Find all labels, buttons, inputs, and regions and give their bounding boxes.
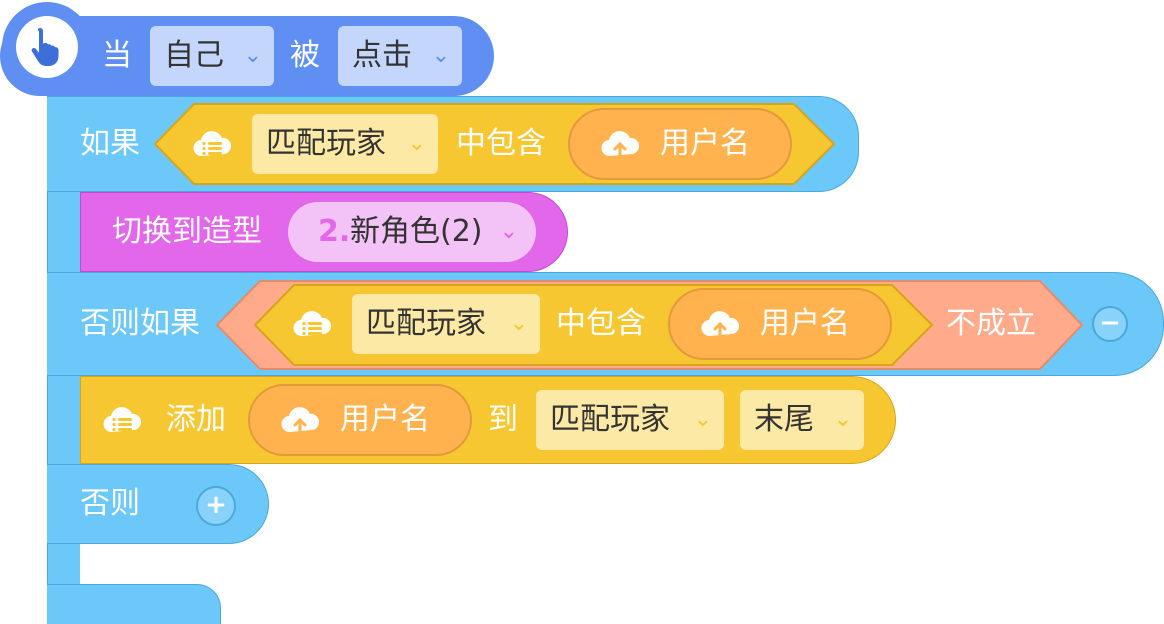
not-label: 不成立: [946, 306, 1036, 341]
add-list-dropdown[interactable]: 匹配玩家 ⌄: [536, 390, 724, 450]
event-value: 点击: [352, 38, 412, 73]
if-list-dropdown[interactable]: 匹配玩家 ⌄: [252, 114, 438, 174]
username-label: 用户名: [340, 402, 430, 437]
costume-name: 新角色(2): [350, 214, 483, 249]
minus-icon: −: [1099, 308, 1121, 338]
to-label: 到: [488, 402, 518, 437]
else-if-label: 否则如果: [80, 306, 200, 341]
target-value: 自己: [164, 38, 224, 73]
if-username-reporter[interactable]: 用户名: [568, 108, 792, 180]
costume-dropdown[interactable]: 2. 新角色(2) ⌄: [288, 202, 536, 262]
if-label: 如果: [80, 126, 140, 161]
plus-icon: +: [205, 490, 227, 520]
target-dropdown[interactable]: 自己 ⌄: [150, 26, 274, 86]
else-if-list-dropdown[interactable]: 匹配玩家 ⌄: [352, 294, 540, 354]
list-value: 匹配玩家: [550, 402, 670, 437]
remove-branch-button[interactable]: −: [1092, 306, 1128, 342]
add-label: 添加: [166, 402, 226, 437]
username-label: 用户名: [760, 306, 850, 341]
contains-label: 中包含: [556, 306, 646, 341]
chevron-down-icon: ⌄: [509, 311, 528, 336]
chevron-down-icon: ⌄: [833, 407, 852, 432]
when-label: 当: [102, 38, 132, 73]
else-label: 否则: [80, 486, 140, 521]
list-value: 匹配玩家: [366, 306, 486, 341]
costume-number: 2.: [318, 214, 351, 249]
block-footer[interactable]: [47, 584, 221, 624]
cloud-upload-icon: [601, 131, 640, 160]
else-if-username-reporter[interactable]: 用户名: [668, 288, 892, 360]
position-value: 末尾: [754, 402, 814, 437]
username-label: 用户名: [660, 126, 750, 161]
chevron-down-icon: ⌄: [407, 131, 426, 156]
contains-label: 中包含: [456, 126, 546, 161]
by-label: 被: [290, 38, 320, 73]
chevron-down-icon: ⌄: [693, 407, 712, 432]
else-empty-slot: [80, 544, 140, 584]
cloud-list-icon: [193, 131, 232, 157]
chevron-down-icon: ⌄: [243, 43, 262, 68]
cloud-list-icon: [103, 407, 142, 433]
cloud-upload-icon: [281, 407, 320, 436]
switch-costume-label: 切换到造型: [112, 214, 262, 249]
chevron-down-icon: ⌄: [499, 219, 518, 244]
list-value: 匹配玩家: [266, 126, 386, 161]
add-branch-button[interactable]: +: [196, 486, 236, 526]
hand-pointer-icon: [31, 28, 59, 66]
cloud-upload-icon: [701, 311, 740, 340]
add-username-reporter[interactable]: 用户名: [248, 384, 472, 456]
event-dropdown[interactable]: 点击 ⌄: [338, 26, 462, 86]
chevron-down-icon: ⌄: [431, 43, 450, 68]
position-dropdown[interactable]: 末尾 ⌄: [740, 390, 864, 450]
cloud-list-icon: [293, 311, 332, 337]
